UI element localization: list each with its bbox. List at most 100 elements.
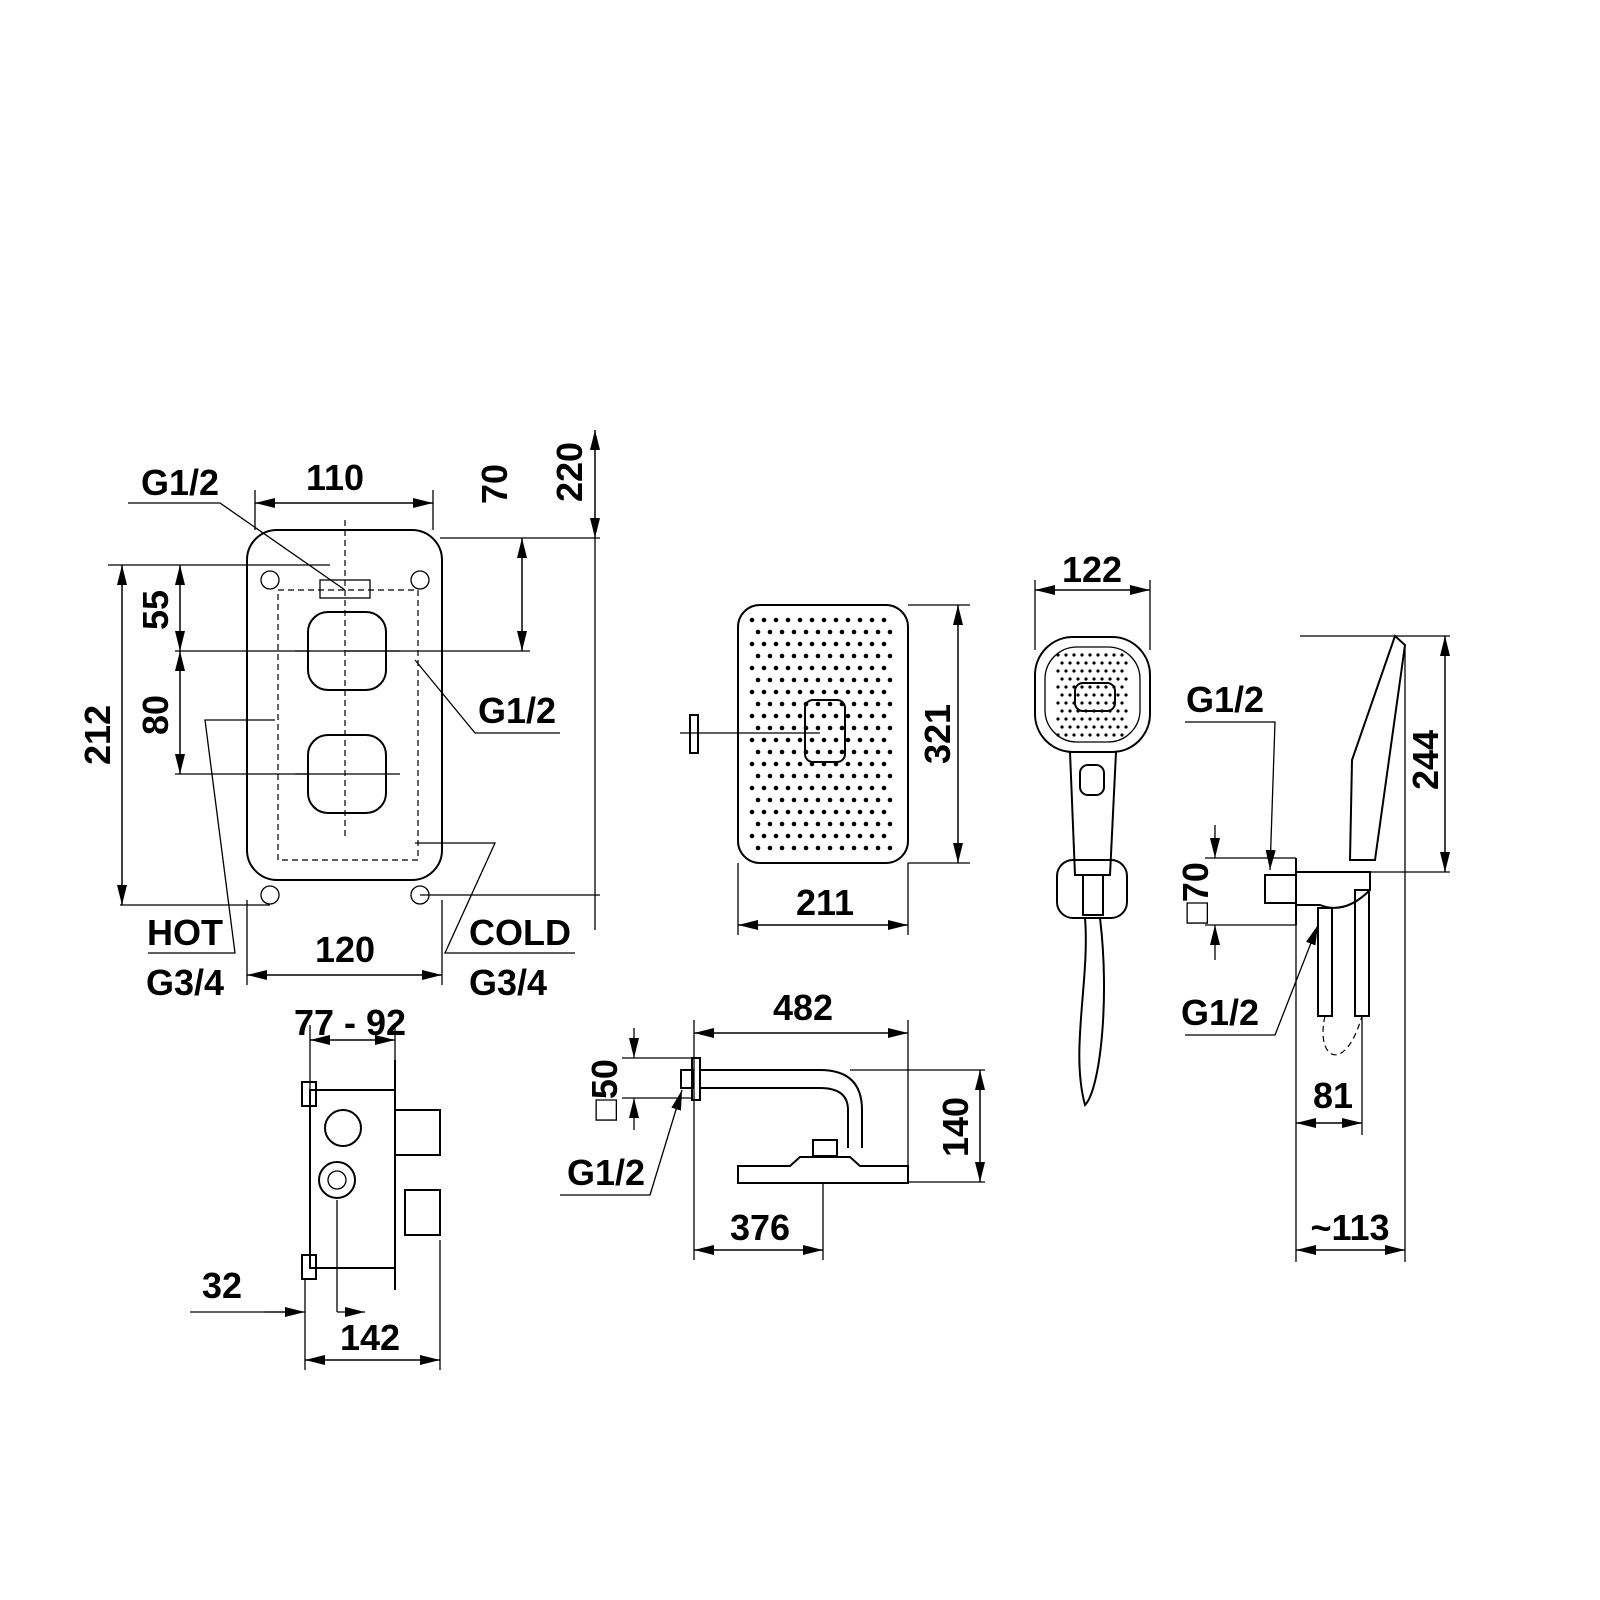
nozzle-dot (767, 821, 773, 827)
nozzle-dot (1120, 717, 1124, 721)
nozzle-dot (1076, 693, 1080, 697)
nozzle-dot (815, 797, 821, 803)
nozzle-dot (1080, 653, 1084, 657)
nozzle-dot (869, 761, 875, 767)
nozzle-dot (797, 713, 803, 719)
nozzle-dot (803, 629, 809, 635)
hand-nozzle-pattern (1056, 653, 1128, 737)
nozzle-dot (845, 641, 851, 647)
nozzle-dot (803, 773, 809, 779)
hand-shower-view: 122 (1034, 549, 1151, 1107)
nozzle-dot (851, 845, 857, 851)
nozzle-dot (815, 773, 821, 779)
nozzle-dot (875, 725, 881, 731)
nozzle-dot (1076, 725, 1080, 729)
nozzle-dot (785, 665, 791, 671)
nozzle-dot (1088, 669, 1092, 673)
nozzle-dot (791, 749, 797, 755)
nozzle-dot (773, 689, 779, 695)
nozzle-dot (1072, 733, 1076, 737)
dim-h55: 55 (135, 590, 176, 630)
nozzle-dot (875, 821, 881, 827)
nozzle-dot (767, 629, 773, 635)
nozzle-dot (755, 653, 761, 659)
dim-arm-drop: 140 (935, 1097, 976, 1157)
nozzle-dot (1124, 677, 1128, 681)
nozzle-dot (815, 653, 821, 659)
nozzle-dot (1108, 693, 1112, 697)
nozzle-dot (1080, 701, 1084, 705)
nozzle-dot (833, 617, 839, 623)
nozzle-dot (857, 617, 863, 623)
nozzle-dot (881, 737, 887, 743)
dim-holder-flange: □70 (1175, 862, 1216, 924)
nozzle-dot (1120, 733, 1124, 737)
nozzle-dot (845, 665, 851, 671)
nozzle-dot (767, 845, 773, 851)
nozzle-dot (833, 689, 839, 695)
dim-box-width: 142 (340, 1317, 400, 1358)
mixer-box-view: 77 - 92 32 142 (190, 1002, 441, 1370)
nozzle-dot (881, 785, 887, 791)
nozzle-dot (869, 785, 875, 791)
dim-width-top: 110 (306, 457, 364, 498)
nozzle-dot (1056, 701, 1060, 705)
nozzle-dot (839, 773, 845, 779)
overhead-shower-view: 321 211 (680, 604, 970, 935)
dim-holder-depth: 81 (1313, 1075, 1353, 1116)
nozzle-dot (785, 617, 791, 623)
nozzle-dot (1108, 725, 1112, 729)
nozzle-dot (797, 665, 803, 671)
nozzle-dot (1120, 669, 1124, 673)
nozzle-dot (797, 737, 803, 743)
box-body (309, 1089, 396, 1269)
dim-holder-height: 244 (1405, 730, 1446, 790)
nozzle-dot (827, 629, 833, 635)
dim-overhead-height: 321 (917, 704, 958, 764)
nozzle-dot (827, 797, 833, 803)
nozzle-dot (1056, 653, 1060, 657)
nozzle-dot (863, 677, 869, 683)
nozzle-dot (815, 677, 821, 683)
nozzle-dot (851, 749, 857, 755)
nozzle-dot (1068, 661, 1072, 665)
nozzle-dot (821, 713, 827, 719)
nozzle-dot (755, 629, 761, 635)
nozzle-dot (815, 845, 821, 851)
nozzle-dot (755, 749, 761, 755)
nozzle-dot (1096, 653, 1100, 657)
nozzle-dot (1084, 693, 1088, 697)
nozzle-dot (1064, 669, 1068, 673)
nozzle-dot (1112, 669, 1116, 673)
nozzle-dot (881, 641, 887, 647)
nozzle-dot (1060, 677, 1064, 681)
nozzle-dot (833, 785, 839, 791)
mixer-front-view: G1/2 110 70 220 55 80 212 G1/2 HOT G3/4 … (77, 430, 600, 1003)
nozzle-dot (761, 689, 767, 695)
nozzle-dot (845, 737, 851, 743)
nozzle-dot (821, 617, 827, 623)
nozzle-dot (857, 785, 863, 791)
nozzle-dot (863, 725, 869, 731)
nozzle-dot (1084, 725, 1088, 729)
nozzle-dot (863, 773, 869, 779)
nozzle-dot (1112, 733, 1116, 737)
nozzle-dot (1060, 661, 1064, 665)
nozzle-dot (851, 629, 857, 635)
nozzle-dot (779, 773, 785, 779)
nozzle-dot (1068, 677, 1072, 681)
nozzle-dot (1124, 725, 1128, 729)
nozzle-dot (887, 629, 893, 635)
nozzle-dot (863, 797, 869, 803)
nozzle-dot (1104, 701, 1108, 705)
nozzle-dot (839, 629, 845, 635)
nozzle-dot (863, 653, 869, 659)
nozzle-dot (1056, 733, 1060, 737)
nozzle-dot (857, 713, 863, 719)
nozzle-dot (1100, 693, 1104, 697)
nozzle-dot (1060, 693, 1064, 697)
label-side-outlet: G1/2 (478, 690, 556, 731)
nozzle-dot (881, 761, 887, 767)
nozzle-dot (1116, 725, 1120, 729)
nozzle-dot (1056, 669, 1060, 673)
